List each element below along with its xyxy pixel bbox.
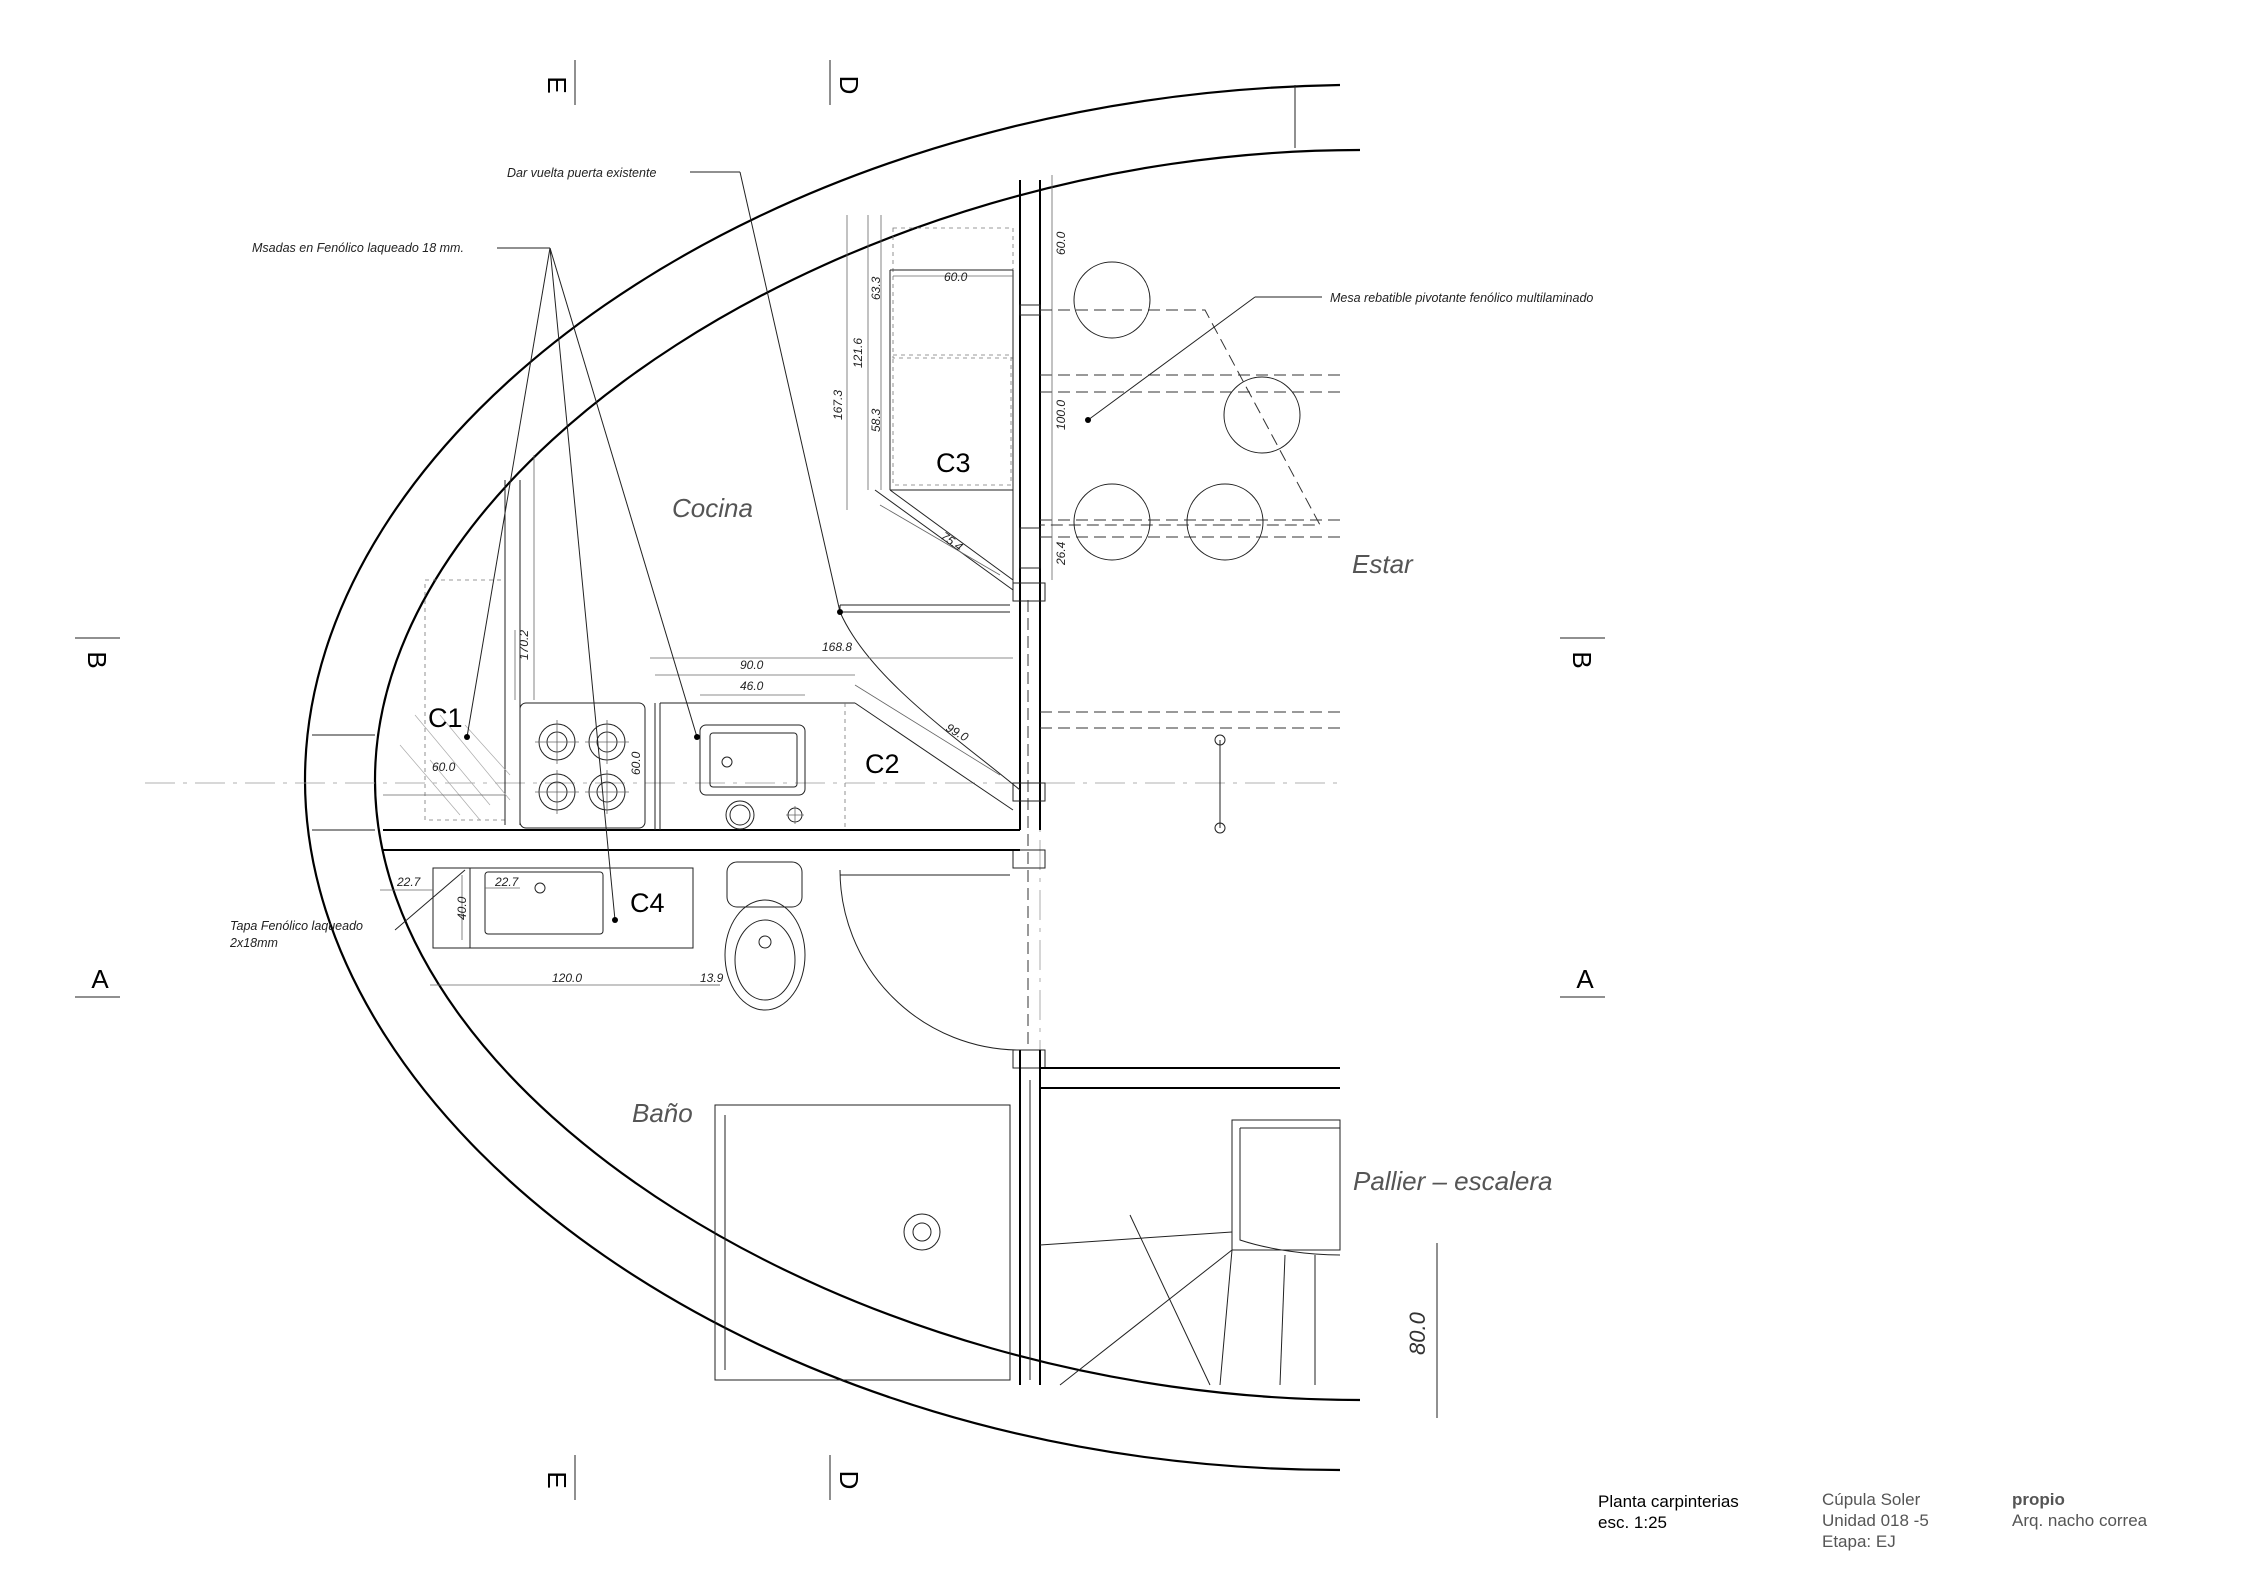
- section-d-bottom: D: [834, 1471, 864, 1490]
- leader-lines: [394, 171, 1438, 1418]
- interior-walls: [383, 180, 1340, 1385]
- dim-c3-121: 121.6: [851, 338, 865, 368]
- note-mesa: Mesa rebatible pivotante fenólico multil…: [1330, 291, 1593, 305]
- title-block-architect: Arq. nacho correa: [2012, 1511, 2148, 1530]
- module-c3: [846, 175, 1053, 591]
- dim-168: 168.8: [822, 640, 852, 654]
- section-markers: [75, 60, 1605, 1500]
- dim-90: 90.0: [740, 658, 764, 672]
- dome-shell: [303, 83, 1361, 1472]
- dim-c3-width: 60.0: [944, 270, 968, 284]
- title-block: Planta carpinterias esc. 1:25 Cúpula Sol…: [1598, 1490, 2148, 1551]
- folding-table: [1040, 261, 1321, 561]
- module-c1: [383, 455, 535, 825]
- module-code-c3: C3: [936, 448, 971, 478]
- dim-120: 120.0: [552, 971, 582, 985]
- module-code-c1: C1: [428, 703, 463, 733]
- section-a-right: A: [1576, 964, 1594, 994]
- room-bano: Baño: [632, 1098, 693, 1128]
- door-swing: [839, 605, 1021, 1051]
- toilet: [724, 861, 806, 1011]
- dim-c3-diag: 75.4: [938, 529, 965, 554]
- module-c2: [650, 657, 1014, 830]
- title-block-project: Cúpula Soler: [1822, 1490, 1921, 1509]
- section-a-left: A: [91, 964, 109, 994]
- title-block-title: Planta carpinterias: [1598, 1492, 1739, 1511]
- stove: [519, 702, 646, 829]
- section-b-right: B: [1567, 651, 1597, 668]
- dim-80: 80.0: [1405, 1311, 1430, 1355]
- dim-22-b: 22.7: [494, 875, 520, 889]
- room-pallier: Pallier – escalera: [1353, 1166, 1552, 1196]
- section-d-top: D: [834, 76, 864, 95]
- dim-c3-63: 63.3: [869, 276, 883, 300]
- dim-wall-100: 100.0: [1054, 400, 1068, 430]
- dim-40: 40.0: [455, 896, 469, 920]
- note-tapa-2: 2x18mm: [229, 936, 278, 950]
- title-block-owner: propio: [2012, 1490, 2065, 1509]
- shower: [714, 1104, 1011, 1381]
- dim-170: 170.2: [517, 630, 531, 660]
- dim-c1-60: 60.0: [432, 760, 456, 774]
- title-block-stage: Etapa: EJ: [1822, 1532, 1896, 1551]
- stair: [1039, 1119, 1341, 1386]
- dim-13: 13.9: [700, 971, 724, 985]
- dim-46: 46.0: [740, 679, 764, 693]
- module-code-c4: C4: [630, 888, 665, 918]
- room-cocina: Cocina: [672, 493, 753, 523]
- dim-wall-60: 60.0: [1054, 231, 1068, 255]
- dim-wall-26: 26.4: [1054, 541, 1068, 566]
- door-handle: [1214, 734, 1226, 834]
- room-estar: Estar: [1352, 549, 1414, 579]
- title-block-scale: esc. 1:25: [1598, 1513, 1667, 1532]
- dim-22-a: 22.7: [396, 875, 422, 889]
- dim-99: 99.0: [944, 720, 972, 744]
- note-msadas: Msadas en Fenólico laqueado 18 mm.: [252, 241, 464, 255]
- module-c4: [380, 867, 720, 986]
- axis-lines: [145, 640, 1340, 1080]
- module-code-c2: C2: [865, 749, 900, 779]
- title-block-unit: Unidad 018 -5: [1822, 1511, 1929, 1530]
- dim-c3-167: 167.3: [831, 390, 845, 420]
- dim-stove-60: 60.0: [629, 751, 643, 775]
- section-e-top: E: [542, 76, 572, 93]
- note-puerta: Dar vuelta puerta existente: [507, 166, 656, 180]
- note-tapa-1: Tapa Fenólico laqueado: [230, 919, 363, 933]
- dim-c3-58: 58.3: [869, 408, 883, 432]
- section-b-left: B: [82, 651, 112, 668]
- section-e-bottom: E: [542, 1471, 572, 1488]
